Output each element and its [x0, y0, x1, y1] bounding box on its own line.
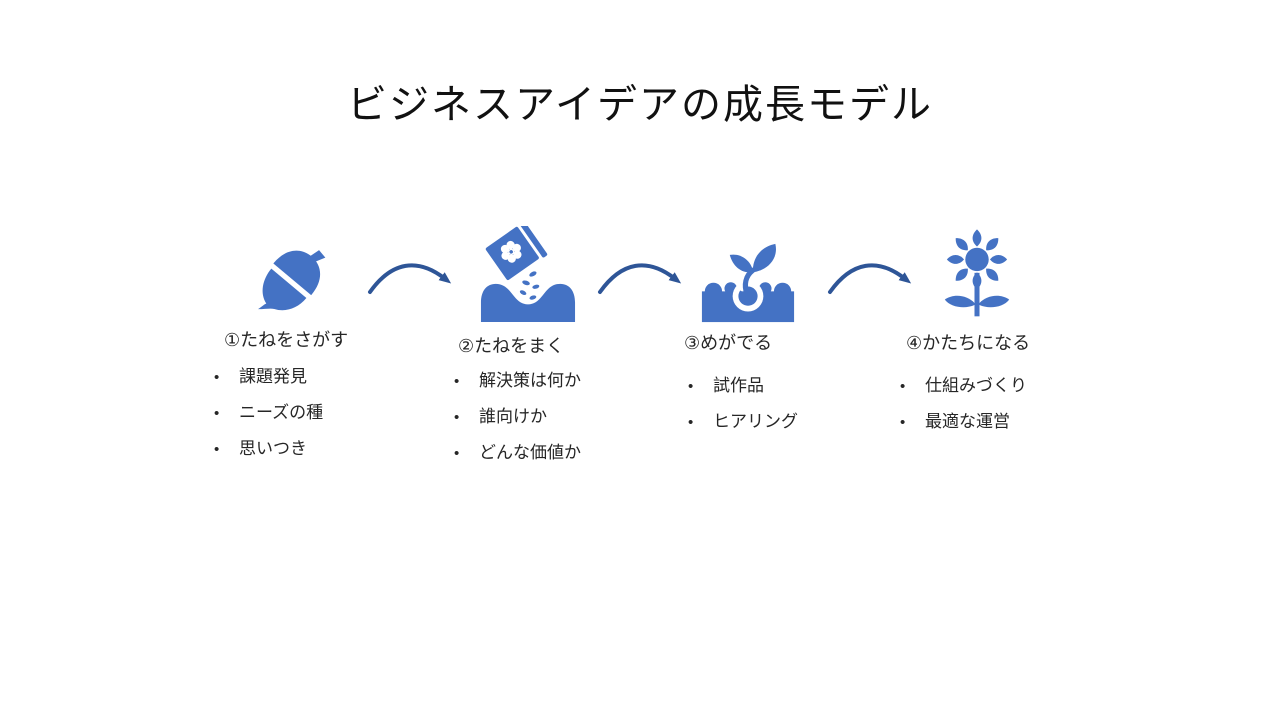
stage-1: ①たねをさがす 課題発見 ニーズの種 思いつき	[200, 226, 440, 486]
curved-arrow-icon	[596, 248, 684, 296]
stage-3-label: ③めがでる	[684, 333, 773, 353]
bullet-item: ヒアリング	[687, 413, 798, 431]
bullet-item: 誰向けか	[453, 408, 581, 426]
slide-title: ビジネスアイデアの成長モデル	[347, 83, 933, 127]
stage-3-bullets: 試作品 ヒアリング	[687, 377, 798, 449]
stage-2: ②たねをまく 解決策は何か 誰向けか どんな価値か	[440, 226, 680, 486]
stage-1-label: ①たねをさがす	[224, 330, 349, 350]
stage-4-label: ④かたちになる	[906, 333, 1031, 353]
bullet-item: 試作品	[687, 377, 798, 395]
bullet-item: 課題発見	[213, 368, 323, 386]
stage-4-bullets: 仕組みづくり 最適な運営	[899, 377, 1027, 449]
bullet-item: 最適な運営	[899, 413, 1027, 431]
stage-3: ③めがでる 試作品 ヒアリング	[672, 226, 912, 486]
bullet-item: 解決策は何か	[453, 372, 581, 390]
curved-arrow-icon	[826, 248, 914, 296]
bullet-item: どんな価値か	[453, 444, 581, 462]
bullet-item: 仕組みづくり	[899, 377, 1027, 395]
stage-2-label: ②たねをまく	[458, 336, 565, 356]
seed-packet-sowing-icon	[478, 226, 578, 324]
acorn-icon	[246, 238, 334, 326]
bullet-item: 思いつき	[213, 440, 323, 458]
stage-1-bullets: 課題発見 ニーズの種 思いつき	[213, 368, 323, 476]
curved-arrow-icon	[366, 248, 454, 296]
sunflower-icon	[936, 226, 1018, 318]
stage-4: ④かたちになる 仕組みづくり 最適な運営	[896, 226, 1136, 486]
bullet-item: ニーズの種	[213, 404, 323, 422]
sprout-icon	[700, 228, 796, 324]
stage-2-bullets: 解決策は何か 誰向けか どんな価値か	[453, 372, 581, 480]
